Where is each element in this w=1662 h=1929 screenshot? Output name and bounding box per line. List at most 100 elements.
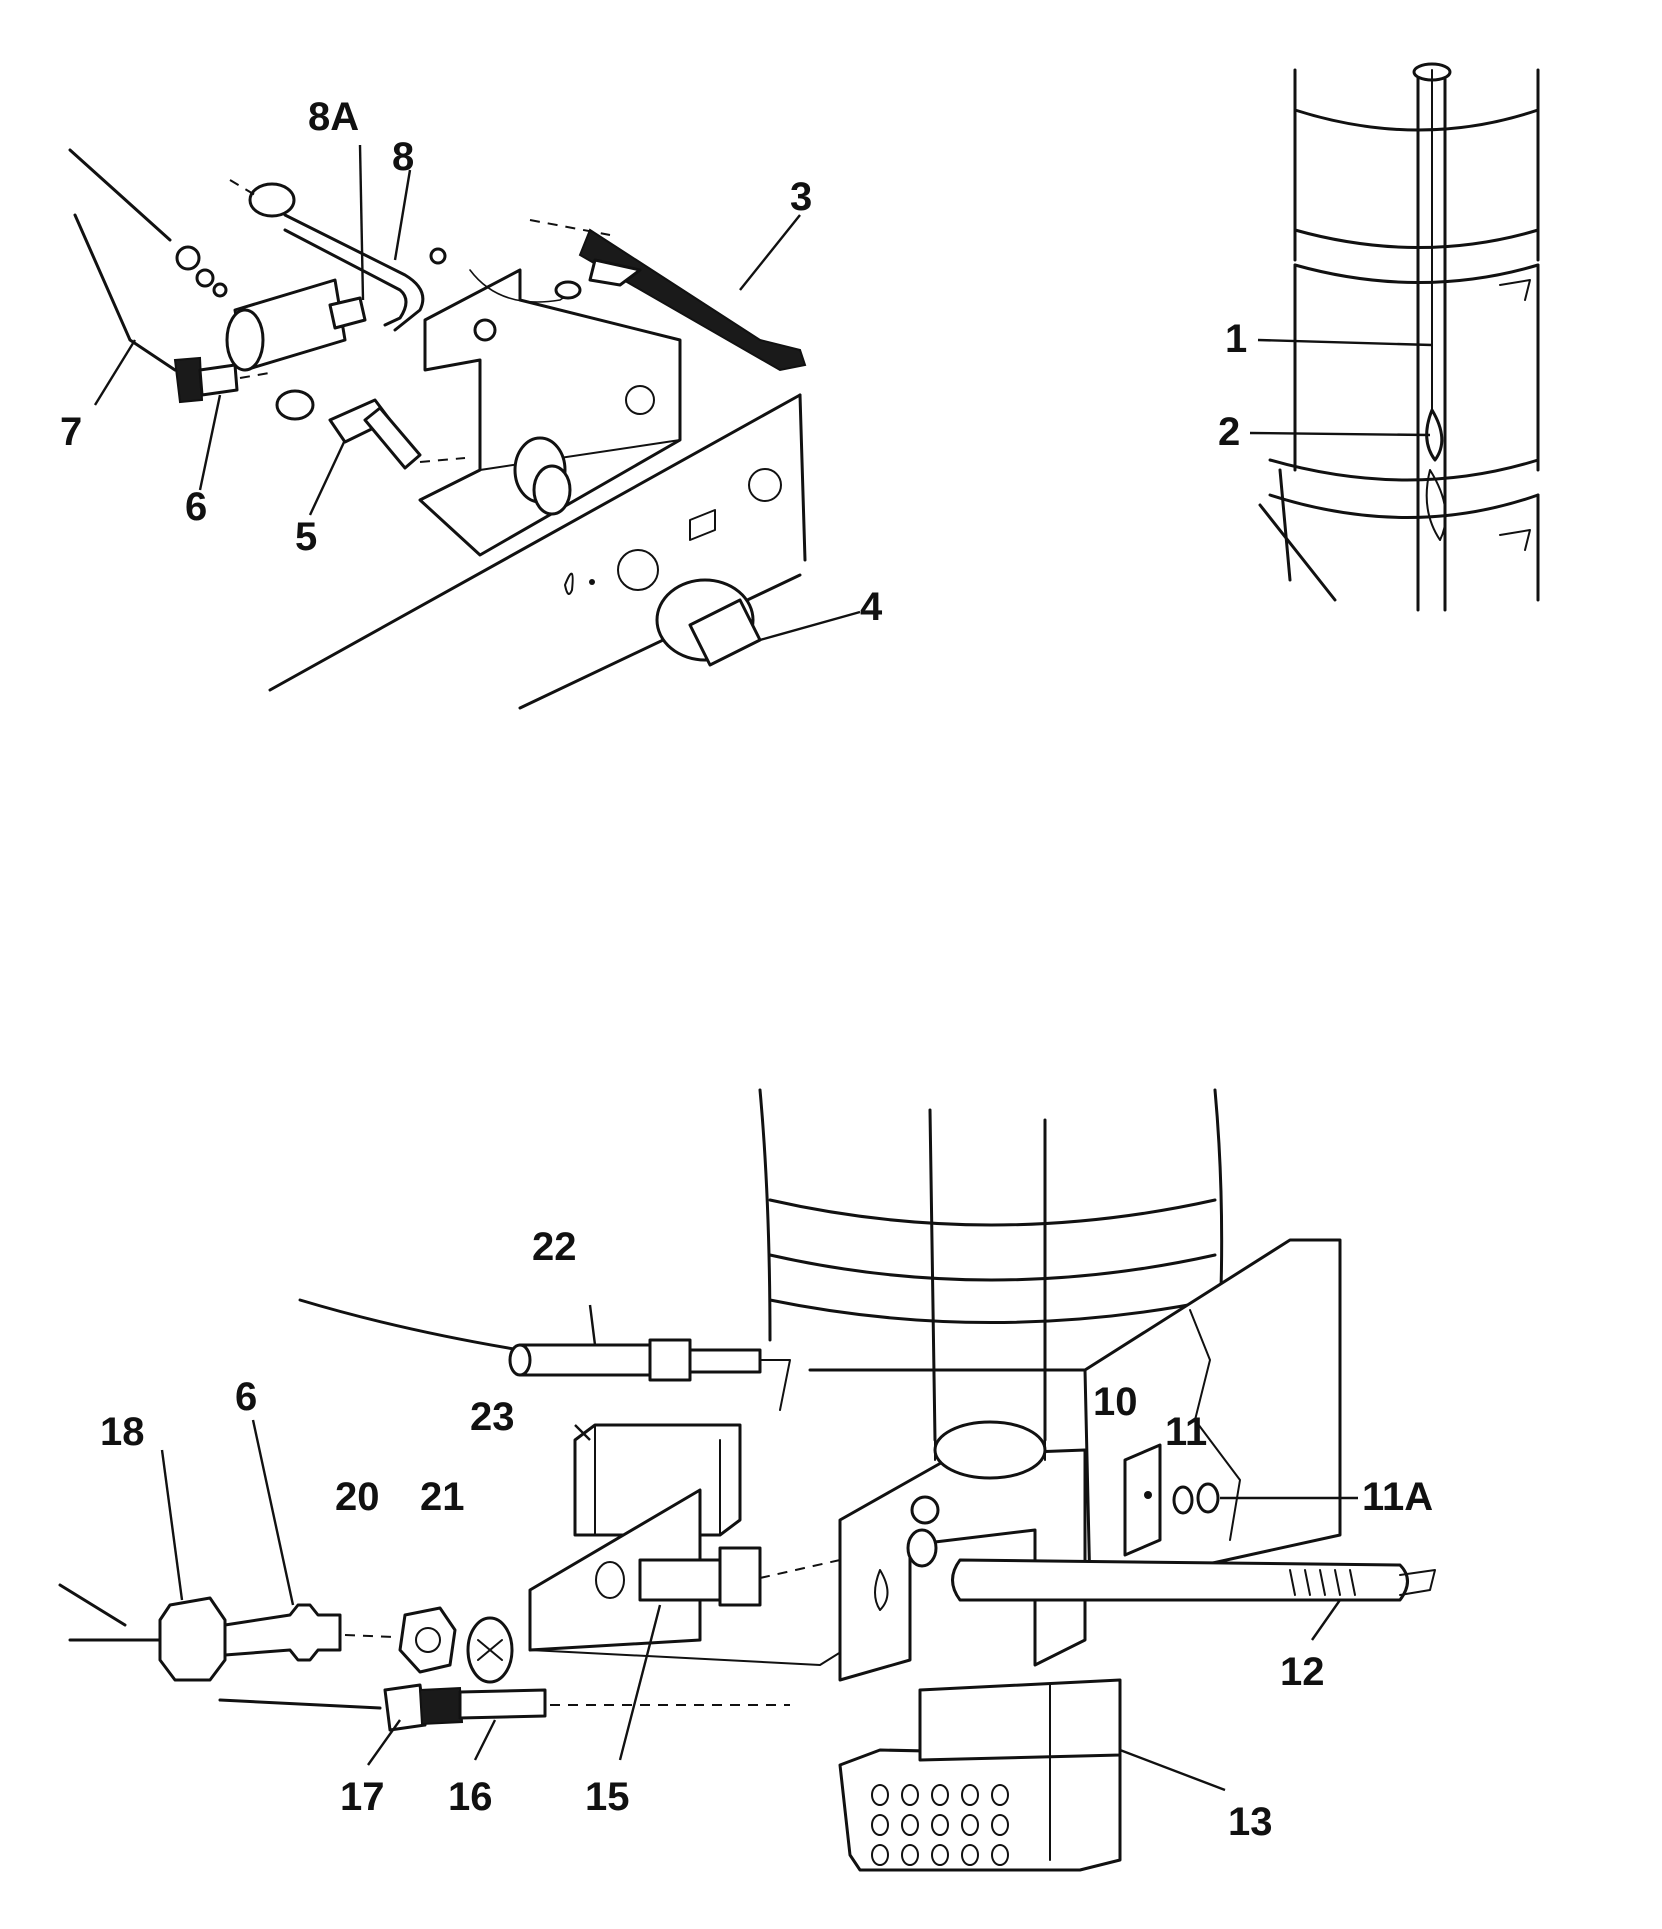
electrode-3-tip <box>588 258 642 287</box>
panel-top-edge <box>268 393 802 692</box>
shield-13-top <box>918 1678 1122 1762</box>
label-13: 13 <box>1228 1800 1273 1844</box>
collar-screw <box>910 1495 940 1525</box>
bottom-band-2 <box>768 1298 1217 1324</box>
label-7: 7 <box>60 410 82 454</box>
label-6-bottom: 6 <box>235 1375 257 1419</box>
leader-2 <box>1249 431 1431 437</box>
igniter-22-body <box>518 1343 652 1377</box>
igniter-22-end <box>508 1343 532 1377</box>
part-5-pin <box>363 406 422 470</box>
leader-13 <box>1119 1748 1226 1792</box>
fitting-8A <box>328 296 367 330</box>
electrode-wire <box>469 269 576 303</box>
fitting-6-bottom <box>223 1603 342 1662</box>
label-1: 1 <box>1225 317 1247 361</box>
cylinder-diagonal <box>1258 503 1337 602</box>
bottom-cylinder-sides <box>758 1088 1224 1342</box>
thermocouple-2-lower <box>1425 469 1447 541</box>
label-22: 22 <box>532 1225 577 1269</box>
cylinder-upper-sides <box>1293 68 1540 262</box>
leader-7 <box>93 339 137 406</box>
label-17: 17 <box>340 1775 385 1819</box>
flame-dot <box>589 579 595 585</box>
panel-right-edge <box>798 393 807 562</box>
dash-15 <box>759 1559 841 1579</box>
leader-16 <box>473 1719 497 1761</box>
dash-6-bottom <box>344 1634 396 1638</box>
label-15: 15 <box>585 1775 630 1819</box>
pipe-collar <box>933 1420 1047 1480</box>
leader-3 <box>739 214 801 291</box>
label-11A: 11A <box>1362 1475 1433 1519</box>
label-23: 23 <box>470 1395 515 1439</box>
gas-line-7 <box>73 213 177 372</box>
dash-6 <box>239 371 276 379</box>
washer-11A <box>1196 1482 1220 1514</box>
screw-5 <box>275 389 315 421</box>
top-left-assembly <box>68 148 807 710</box>
nut-20-hole <box>415 1627 441 1653</box>
leader-1 <box>1257 338 1433 347</box>
thread-17 <box>418 1686 464 1726</box>
bottom-assembly <box>58 1088 1436 1872</box>
leader-lines <box>93 144 1433 1792</box>
nut-8 <box>248 182 296 218</box>
collar-sides <box>934 1429 1046 1461</box>
igniter-22-tip <box>688 1348 762 1374</box>
cable-ball-2 <box>195 268 215 288</box>
bolt-15-head <box>718 1546 762 1607</box>
shield-13-front <box>838 1748 1122 1872</box>
bracket-grommet <box>906 1528 938 1568</box>
plate-10 <box>1123 1443 1162 1557</box>
cable-ball-3 <box>212 282 228 298</box>
pilot-body-end <box>225 308 265 372</box>
cylinder-mid-sides <box>1293 263 1540 472</box>
cable-22 <box>298 1298 522 1352</box>
burner-slots <box>1289 1569 1356 1596</box>
leader-5 <box>308 439 347 516</box>
label-3: 3 <box>790 175 812 219</box>
plate-break-line <box>1189 1309 1241 1541</box>
bracket-hole <box>625 385 655 415</box>
label-12: 12 <box>1280 1650 1325 1694</box>
label-2: 2 <box>1218 410 1240 454</box>
igniter-22-wire <box>759 1359 791 1411</box>
fitting-6-nut <box>173 356 204 404</box>
panel-hole-right <box>748 468 782 502</box>
label-16: 16 <box>448 1775 493 1819</box>
leader-15 <box>618 1604 662 1761</box>
tube-16 <box>458 1688 547 1720</box>
part-labels: 8A 8 3 7 6 5 4 1 2 22 23 6 18 20 21 10 1… <box>60 95 1433 1844</box>
leader-6-top <box>198 394 222 491</box>
label-10: 10 <box>1093 1380 1138 1424</box>
leader-23 <box>574 1424 591 1441</box>
bracket-fold <box>479 439 681 471</box>
leader-4 <box>759 610 861 642</box>
mount-plate-hole <box>595 1561 625 1599</box>
tube-8 <box>283 213 425 332</box>
cable-ball-1 <box>175 245 201 271</box>
cable-18 <box>58 1583 167 1642</box>
burner-tip <box>1399 1569 1436 1596</box>
leader-12 <box>1311 1599 1341 1641</box>
cable-upper <box>68 148 172 242</box>
washer-11 <box>1172 1485 1194 1515</box>
leader-17 <box>367 1719 401 1766</box>
bolt-15-thread <box>638 1558 722 1602</box>
label-8A: 8A <box>308 95 359 139</box>
igniter-22-flange <box>648 1338 692 1382</box>
label-21: 21 <box>420 1475 465 1519</box>
bracket-cutout <box>874 1569 889 1611</box>
label-18: 18 <box>100 1410 145 1454</box>
tube-8-inner <box>283 228 408 327</box>
leader-8A <box>358 144 365 301</box>
label-20: 20 <box>335 1475 380 1519</box>
thermocouple-2 <box>1425 408 1444 462</box>
bottom-band-1 <box>768 1198 1217 1282</box>
nut-18 <box>158 1596 227 1682</box>
dash-3 <box>529 219 611 236</box>
switch-symbol <box>689 509 716 541</box>
